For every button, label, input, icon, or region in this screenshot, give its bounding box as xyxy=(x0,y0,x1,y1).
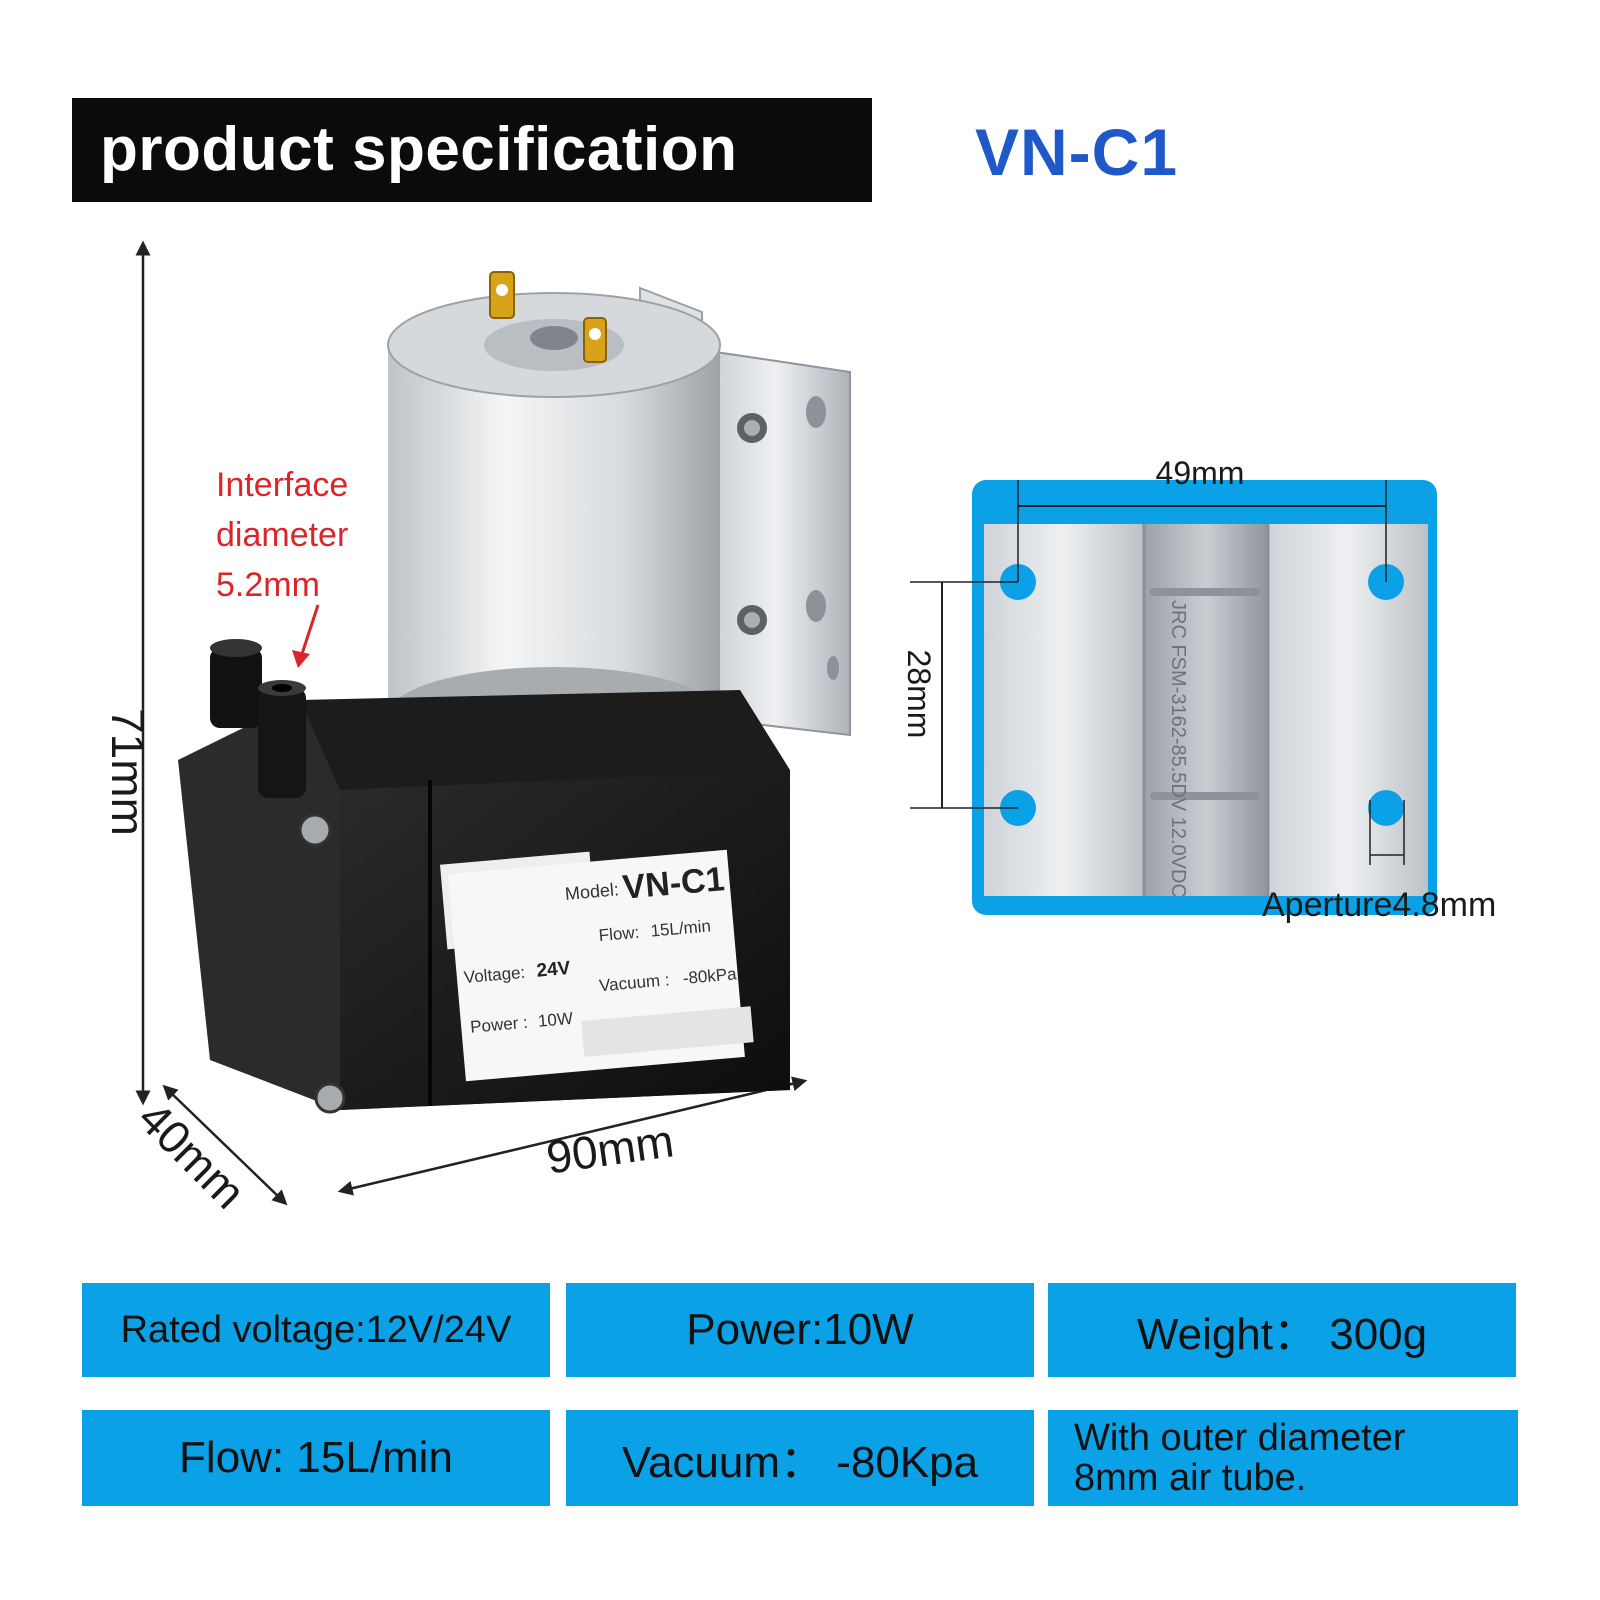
model-heading: VN-C1 xyxy=(975,115,1179,189)
label-model-value: VN-C1 xyxy=(621,860,726,907)
motor-cylinder xyxy=(387,271,721,763)
length-dimension-arrow xyxy=(337,1076,808,1196)
horizontal-spacing-label: 49mm xyxy=(1156,455,1245,491)
interface-diameter-note: Interface diameter 5.2mm xyxy=(216,460,416,610)
mounting-plate-diagram: JRC FSM-3162-85.5DV 12.0VDC 49mm 28mm xyxy=(901,455,1437,915)
label-voltage-value: 24V xyxy=(536,958,572,982)
air-nozzles xyxy=(210,639,306,798)
spec-flow: Flow: 15L/min xyxy=(82,1410,550,1506)
plate-print-text: JRC FSM-3162-85.5DV 12.0VDC xyxy=(1167,600,1189,898)
spec-vacuum: Vacuum： -80Kpa xyxy=(566,1410,1034,1506)
label-power-value: 10W xyxy=(537,1009,573,1031)
mount-hole-bottom-right xyxy=(1368,790,1404,826)
interface-line-1: Interface xyxy=(216,466,349,504)
spec-air-tube-line-2: 8mm air tube. xyxy=(1074,1457,1307,1499)
label-power-key: Power : xyxy=(469,1013,528,1037)
interface-pointer-arrow xyxy=(298,604,320,661)
spec-rated-voltage: Rated voltage:12V/24V xyxy=(82,1283,550,1377)
interface-line-3: 5.2mm xyxy=(216,566,320,604)
label-vacuum-value: -80kPa xyxy=(682,964,738,988)
label-model-key: Model: xyxy=(564,879,620,904)
product-label: Model: VN-C1 Flow: 15L/min Voltage: 24V … xyxy=(439,849,754,1082)
spec-power: Power:10W xyxy=(566,1283,1034,1377)
aperture-label: Aperture4.8mm xyxy=(1262,886,1497,924)
label-flow-key: Flow: xyxy=(598,923,640,945)
page-title: product specification xyxy=(72,98,872,202)
vertical-spacing-label: 28mm xyxy=(901,650,937,739)
depth-dimension-arrow xyxy=(162,1084,288,1206)
pump-illustration: Model: VN-C1 Flow: 15L/min Voltage: 24V … xyxy=(135,240,851,1206)
spec-weight: Weight： 300g xyxy=(1048,1283,1516,1377)
height-dimension-label: 71mm xyxy=(102,708,154,836)
spec-air-tube: With outer diameter 8mm air tube. xyxy=(1048,1410,1518,1506)
spec-air-tube-line-1: With outer diameter xyxy=(1074,1417,1406,1459)
interface-line-2: diameter xyxy=(216,516,349,554)
